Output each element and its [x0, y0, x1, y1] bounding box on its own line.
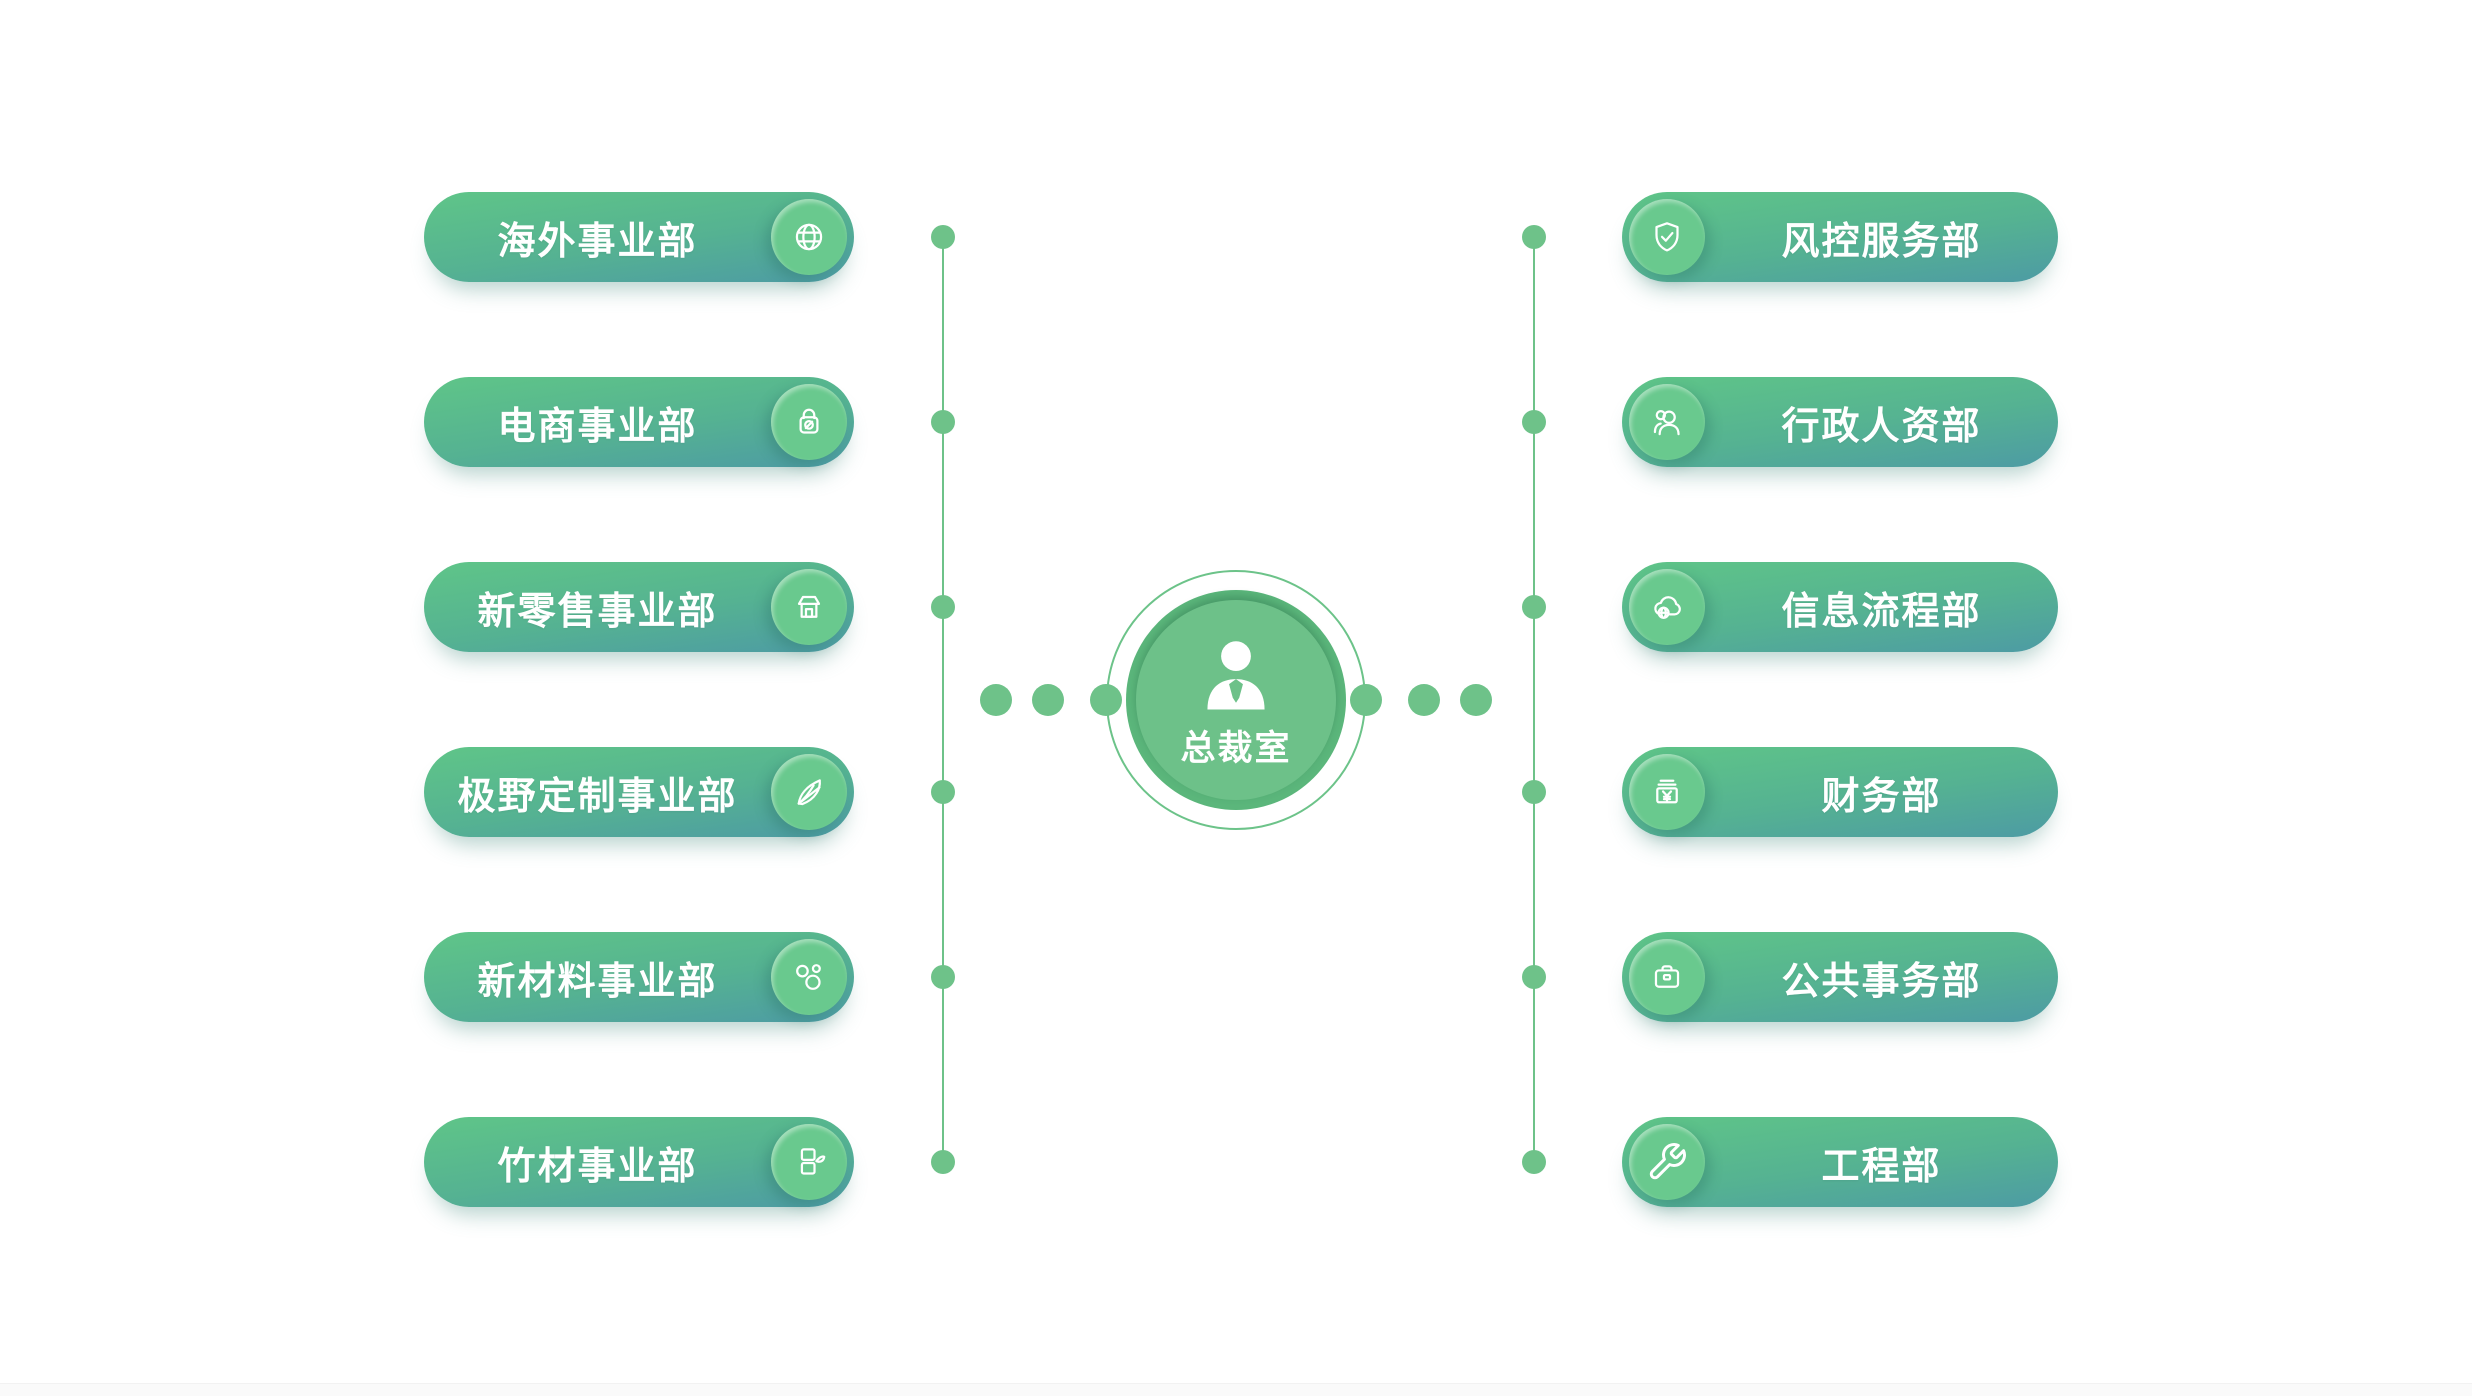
dept-node-bamboo[interactable]: 竹材事业部	[424, 1117, 854, 1207]
dept-node-engineering[interactable]: 工程部	[1622, 1117, 2058, 1207]
connector-dot	[1460, 684, 1492, 716]
wrench-icon	[1629, 1124, 1705, 1200]
molecules-icon	[771, 939, 847, 1015]
dept-node-hr-admin[interactable]: 行政人资部	[1622, 377, 2058, 467]
connector-dot	[980, 684, 1012, 716]
connector-dot	[931, 595, 955, 619]
person-icon	[1207, 641, 1265, 710]
connector-dot	[1522, 595, 1546, 619]
connector-dot	[1522, 780, 1546, 804]
dept-node-new-retail[interactable]: 新零售事业部	[424, 562, 854, 652]
shield-check-icon	[1629, 199, 1705, 275]
dept-label: 海外事业部	[497, 220, 698, 263]
connector-dot	[1522, 225, 1546, 249]
dept-label: 电商事业部	[497, 405, 698, 448]
dept-node-risk-control[interactable]: 风控服务部	[1622, 192, 2058, 282]
dept-node-overseas[interactable]: 海外事业部	[424, 192, 854, 282]
cloud-globe-icon	[1629, 569, 1705, 645]
dept-label: 极野定制事业部	[457, 775, 738, 818]
connector-dot	[1032, 684, 1064, 716]
connector-dot	[931, 410, 955, 434]
left-connector-line	[942, 237, 944, 1162]
globe-icon	[771, 199, 847, 275]
dept-label: 竹材事业部	[497, 1145, 698, 1188]
connector-dot	[931, 1150, 955, 1174]
connector-dot	[931, 780, 955, 804]
dept-label: 行政人资部	[1781, 405, 1982, 448]
dept-node-finance[interactable]: 财务部	[1622, 747, 2058, 837]
dept-node-public-affairs[interactable]: 公共事务部	[1622, 932, 2058, 1022]
dept-node-custom[interactable]: 极野定制事业部	[424, 747, 854, 837]
connector-dot	[1090, 684, 1122, 716]
storefront-icon	[771, 569, 847, 645]
shopping-bag-icon	[771, 384, 847, 460]
right-connector-line	[1533, 237, 1535, 1162]
dept-node-new-materials[interactable]: 新材料事业部	[424, 932, 854, 1022]
connector-dot	[1522, 965, 1546, 989]
page-bottom-edge	[0, 1383, 2472, 1396]
users-icon	[1629, 384, 1705, 460]
dept-label: 风控服务部	[1781, 220, 1982, 263]
dept-node-ecommerce[interactable]: 电商事业部	[424, 377, 854, 467]
dept-label: 公共事务部	[1781, 960, 1982, 1003]
connector-dot	[1408, 684, 1440, 716]
dept-label: 工程部	[1821, 1145, 1942, 1188]
banknote-icon	[1629, 754, 1705, 830]
connector-dot	[1522, 410, 1546, 434]
connector-dot	[931, 965, 955, 989]
connector-dot	[1350, 684, 1382, 716]
connector-dot	[931, 225, 955, 249]
bamboo-stalk-icon	[771, 1124, 847, 1200]
dept-node-info-process[interactable]: 信息流程部	[1622, 562, 2058, 652]
dept-label: 财务部	[1821, 775, 1942, 818]
connector-dot	[1522, 1150, 1546, 1174]
ceo-office-label: 总裁室	[1180, 729, 1292, 768]
dept-label: 信息流程部	[1781, 590, 1982, 633]
briefcase-icon	[1629, 939, 1705, 1015]
bamboo-shoot-icon	[771, 754, 847, 830]
dept-label: 新材料事业部	[477, 960, 718, 1003]
dept-label: 新零售事业部	[477, 590, 718, 633]
